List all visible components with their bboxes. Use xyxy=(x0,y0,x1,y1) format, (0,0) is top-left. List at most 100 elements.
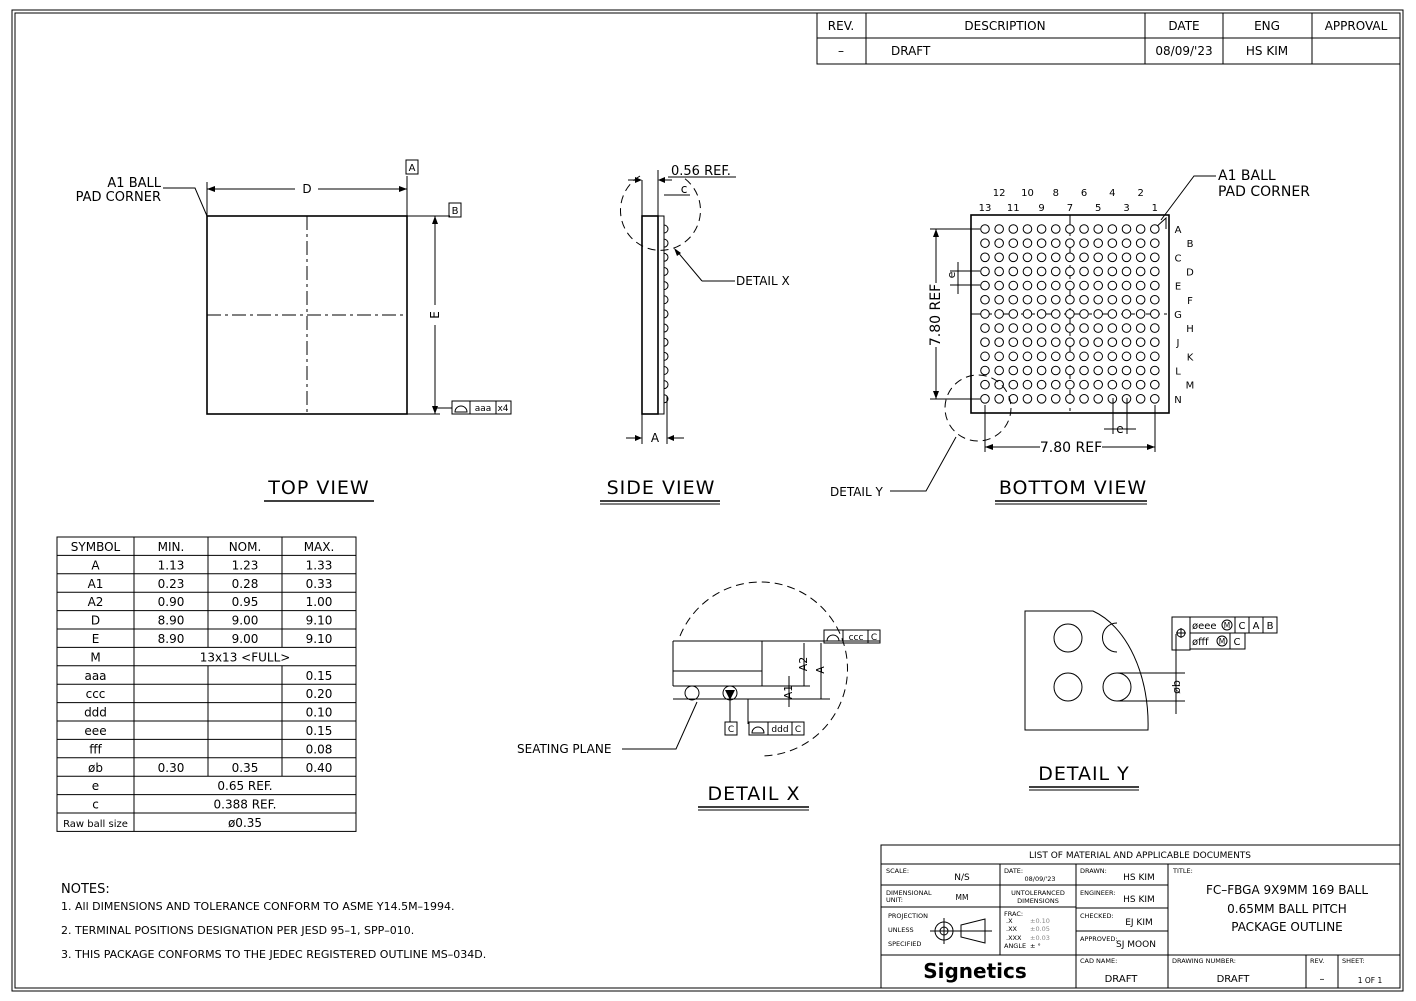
ball-A4 xyxy=(1107,224,1118,234)
dim-unit-value: MM xyxy=(956,893,969,902)
ball-E6 xyxy=(1079,280,1089,291)
ball-D13 xyxy=(980,266,990,277)
eng-value: HS KIM xyxy=(1246,44,1288,58)
table-symbol: ccc xyxy=(86,687,106,701)
ball-J2 xyxy=(1135,337,1146,348)
table-header: NOM. xyxy=(229,540,262,554)
ball-E13 xyxy=(980,280,990,291)
row-label: L xyxy=(1175,367,1181,378)
rev-header: REV. xyxy=(828,19,854,33)
table-value: 0.388 REF. xyxy=(214,798,277,812)
ball-K6 xyxy=(1079,351,1089,362)
ball-J11 xyxy=(1008,337,1019,348)
table-value: 0.65 REF. xyxy=(217,779,272,793)
approved-label: APPROVED: xyxy=(1080,935,1118,943)
ball-C10 xyxy=(1022,252,1033,263)
ball-L9 xyxy=(1036,365,1047,376)
dim-c-label: c xyxy=(681,182,688,196)
ball-D4 xyxy=(1107,266,1118,277)
ball-H11 xyxy=(1008,323,1019,333)
ball-C8 xyxy=(1050,252,1061,263)
row-label: J xyxy=(1176,338,1180,349)
ccc-datum: C xyxy=(871,633,877,643)
table-value: 1.33 xyxy=(306,558,333,572)
ball-J13 xyxy=(980,337,990,348)
ball-H7 xyxy=(1065,323,1075,333)
column-label: 7 xyxy=(1067,203,1073,214)
ball-L7 xyxy=(1065,365,1075,376)
ball-L2 xyxy=(1135,365,1146,376)
ball-B7 xyxy=(1065,238,1075,248)
row-label: M xyxy=(1186,381,1195,392)
ball-J10 xyxy=(1022,337,1033,348)
ball-D6 xyxy=(1079,266,1089,277)
ball-D11 xyxy=(1008,266,1019,277)
ball-L4 xyxy=(1107,365,1118,376)
ball-N6 xyxy=(1079,394,1089,404)
ball-M8 xyxy=(1050,379,1061,390)
ball-J6 xyxy=(1079,337,1089,348)
table-value: 0.20 xyxy=(306,687,333,701)
table-symbol: Raw ball size xyxy=(63,819,128,830)
tol-xxx-label: .XXX xyxy=(1006,934,1022,942)
table-value: ø0.35 xyxy=(228,816,262,830)
top-view: D A B E aaa x4 A1 BALL PAD CORNER TOP VI… xyxy=(76,159,512,502)
table-value: 0.33 xyxy=(306,577,333,591)
ball-F12 xyxy=(994,294,1004,305)
ball-F6 xyxy=(1079,294,1089,305)
ball-H10 xyxy=(1022,323,1033,333)
ball-C11 xyxy=(1008,252,1019,263)
checked-label: CHECKED: xyxy=(1080,912,1114,920)
row-label: K xyxy=(1187,352,1194,363)
tol-xxx-value: ±0.03 xyxy=(1030,934,1050,942)
dim-a-label: A xyxy=(651,431,660,445)
table-value: 0.35 xyxy=(232,761,259,775)
column-label: 3 xyxy=(1123,203,1129,214)
ball-K3 xyxy=(1121,351,1132,362)
table-value: 9.10 xyxy=(306,632,333,646)
ball-H5 xyxy=(1093,323,1103,333)
table-symbol: e xyxy=(92,779,99,793)
title-block: LIST OF MATERIAL AND APPLICABLE DOCUMENT… xyxy=(880,844,1401,989)
ball-J5 xyxy=(1093,337,1103,348)
eee-datum-b: B xyxy=(1267,621,1274,632)
ball-A13 xyxy=(980,224,990,234)
row-label: H xyxy=(1186,324,1194,335)
horizontal-ref-dim: 7.80 REF xyxy=(1040,440,1102,456)
drawing-number-label: DRAWING NUMBER: xyxy=(1172,957,1236,965)
ball-K13 xyxy=(980,351,990,362)
ball-B1 xyxy=(1150,238,1160,248)
table-value: 1.23 xyxy=(232,558,259,572)
ball-H2 xyxy=(1135,323,1146,333)
note-2: 2. TERMINAL POSITIONS DESIGNATION PER JE… xyxy=(61,924,414,937)
ball-B6 xyxy=(1079,238,1089,248)
table-value: 9.10 xyxy=(306,614,333,628)
ball-E2 xyxy=(1135,280,1146,291)
ball-A3 xyxy=(1121,224,1132,234)
table-value: 0.30 xyxy=(158,761,185,775)
ball-J3 xyxy=(1121,337,1132,348)
ball-N11 xyxy=(1008,394,1019,404)
side-ball xyxy=(663,351,669,361)
ball-E3 xyxy=(1121,280,1132,291)
ball-E7 xyxy=(1065,280,1075,291)
ball-E12 xyxy=(994,280,1004,291)
detail-datum-c: C xyxy=(728,725,734,735)
table-value: 0.40 xyxy=(306,761,333,775)
ball-C6 xyxy=(1079,252,1089,263)
table-symbol: c xyxy=(92,798,99,812)
a1-corner-line1: A1 BALL xyxy=(107,176,161,191)
side-ref-label: 0.56 REF. xyxy=(671,164,731,179)
table-symbol: fff xyxy=(89,742,102,756)
ball-J8 xyxy=(1050,337,1061,348)
checked-value: EJ KIM xyxy=(1125,918,1153,928)
ball-F8 xyxy=(1050,294,1061,305)
eee-modifier: M xyxy=(1224,621,1230,630)
ball-G5 xyxy=(1093,309,1103,319)
table-value: 0.95 xyxy=(232,595,259,609)
table-value: 13x13 <FULL> xyxy=(200,650,291,664)
detail-dim-a1: A1 xyxy=(782,685,795,700)
side-ball xyxy=(663,337,669,347)
